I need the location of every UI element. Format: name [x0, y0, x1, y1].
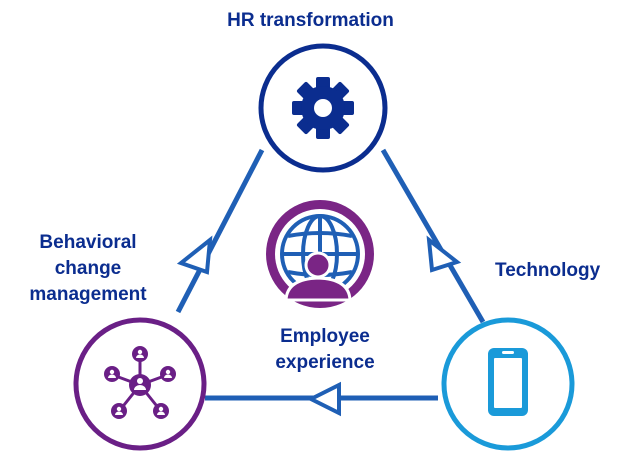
employee-label-line-2: experience [275, 352, 375, 373]
arrow-up-left [176, 235, 213, 275]
node-hr-transformation [258, 43, 388, 173]
behavioral-label-line-2: change [54, 258, 122, 279]
employee-label-line-1: Employee [280, 326, 370, 347]
hr-transformation-label: HR transformation [227, 10, 394, 31]
arrow-down-right [426, 235, 462, 273]
edge-hr-to-behavioral [175, 148, 265, 314]
employee-experience-label: Employee experience [250, 324, 400, 376]
node-technology [441, 317, 575, 451]
globe-person-icon [266, 200, 374, 308]
edge-hr-to-technology [380, 148, 486, 324]
behavioral-label-line-1: Behavioral [39, 232, 137, 253]
node-behavioral-change [73, 317, 207, 451]
behavioral-label-line-3: management [29, 284, 147, 305]
behavioral-change-label: Behavioral change management [18, 230, 158, 308]
smartphone-icon [488, 348, 528, 416]
gear-icon [292, 77, 354, 139]
technology-label: Technology [495, 260, 601, 281]
node-employee-experience [266, 200, 374, 308]
arrow-left [306, 381, 341, 417]
arrowheads [176, 235, 462, 417]
network-people-icon [104, 346, 176, 419]
